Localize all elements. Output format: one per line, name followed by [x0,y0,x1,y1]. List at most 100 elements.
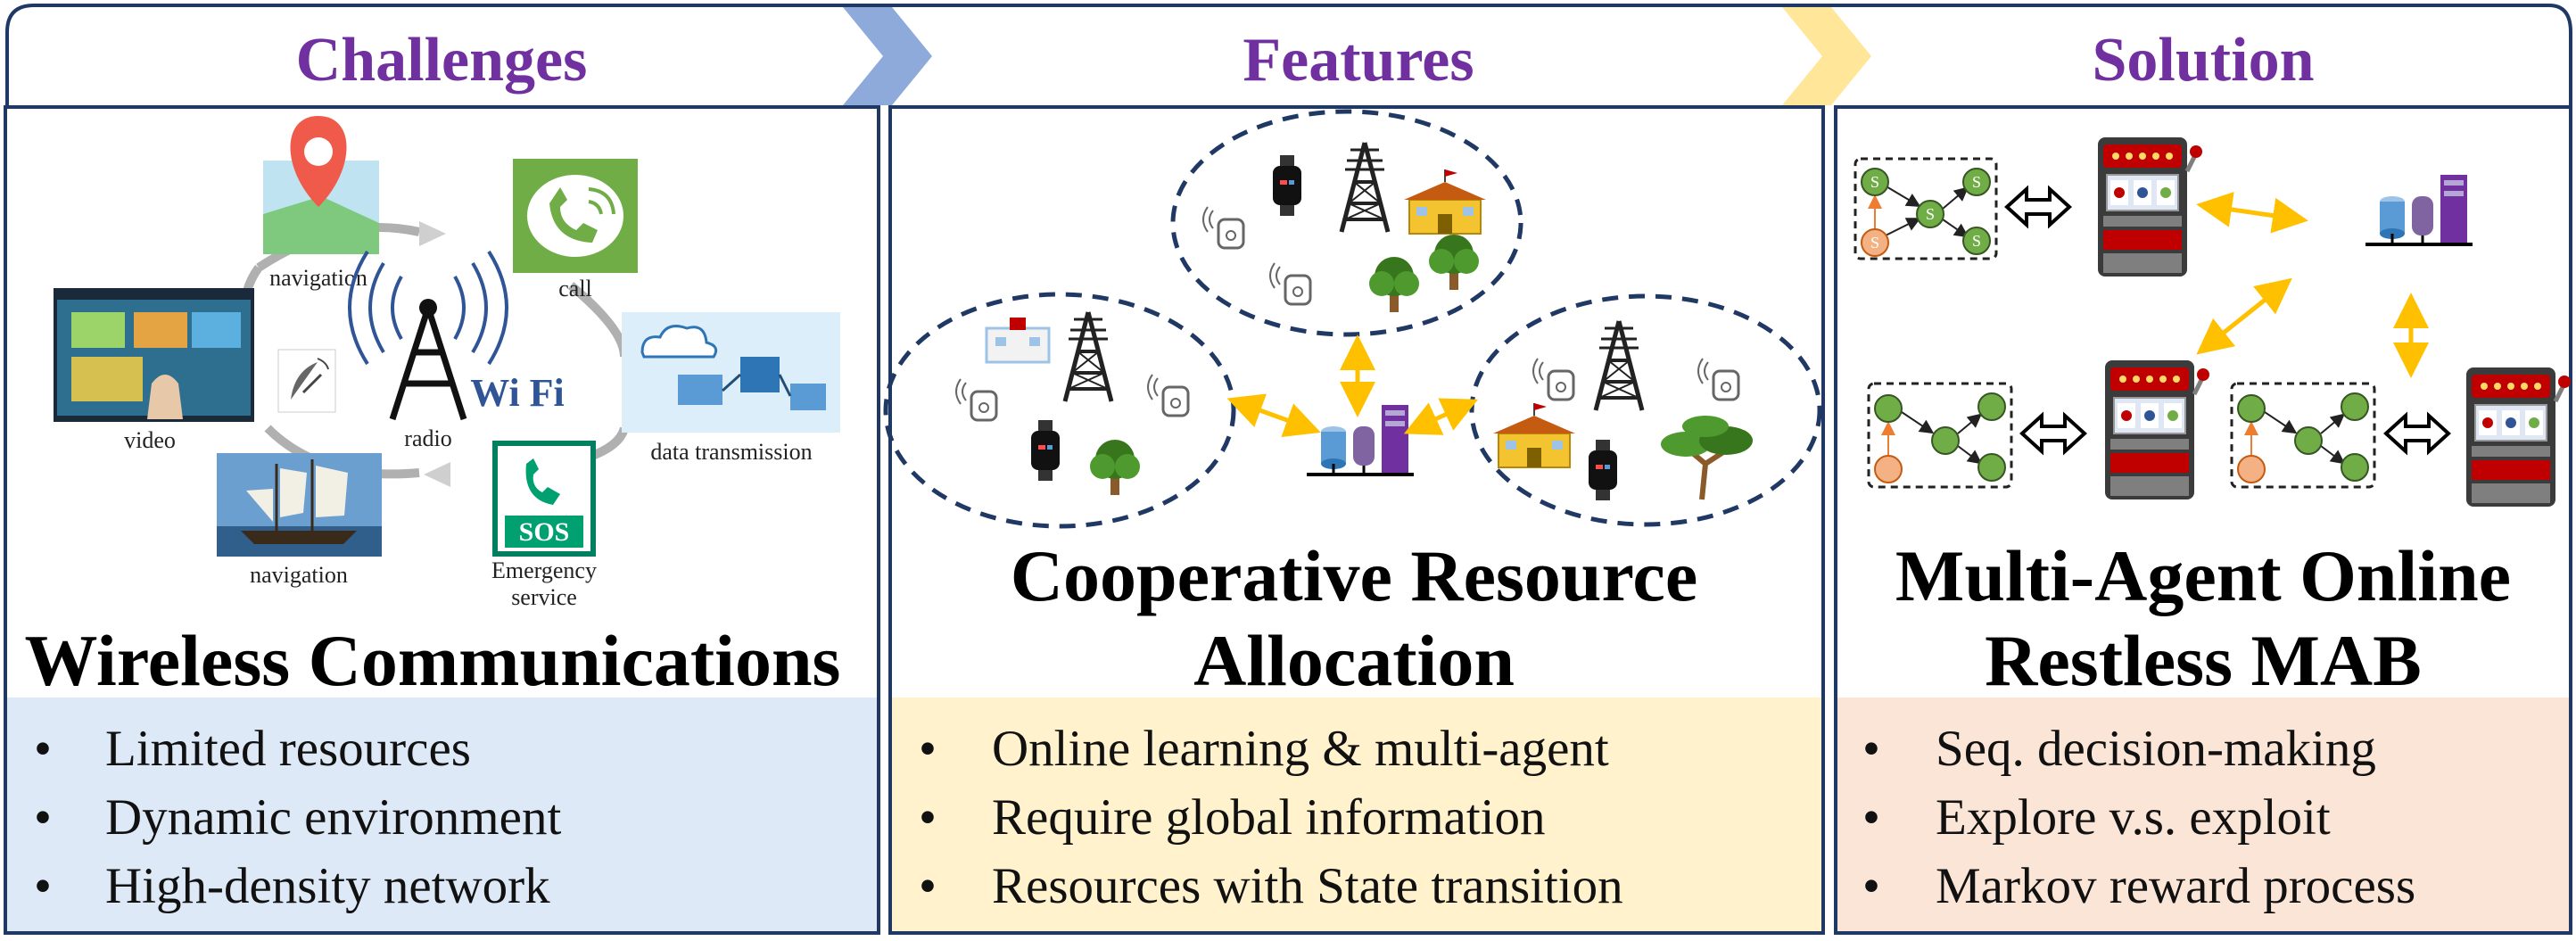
emergency-label-line1: Emergency [491,557,597,583]
svg-text:S: S [1972,232,1981,250]
solution-bullet-2: Explore v.s. exploit [1936,789,2331,846]
map-pin-icon [263,116,379,254]
bonsai-tree-icon [1661,416,1753,500]
smartwatch-icon [1273,155,1301,216]
call-label: call [558,276,592,301]
central-server-icon [1305,403,1416,476]
features-title-line1: Cooperative Resource [1011,535,1697,616]
bullet-dot: • [34,858,52,914]
features-panel-border [888,105,1825,935]
video-screen-icon [54,288,254,422]
challenges-panel-border [4,105,880,935]
link-arrow [1403,398,1479,435]
bullet-dot: • [919,858,937,914]
bandit-machine-icon [2105,360,2209,499]
double-arrow-icon [2383,411,2451,456]
double-arrow-icon [2004,185,2072,229]
phone-call-icon [513,159,638,273]
bullet-dot: • [34,789,52,846]
link-arrow [1226,393,1321,437]
header-ribbon-frame [5,4,2572,107]
smartwatch-icon [1589,440,1617,500]
ship-icon [217,453,382,557]
double-arrow-icon [2019,411,2087,456]
header-ribbon: Challenges Features Solution [5,4,2572,107]
header-features: Features [1243,26,1474,95]
challenges-title: Wireless Communications [25,620,841,701]
tree-icon [1090,440,1140,495]
sensor-device-icon [1268,261,1312,306]
features-bullets: • Online learning & multi-agent • Requir… [919,721,1623,914]
central-server-icon [2364,173,2474,246]
header-solution: Solution [2093,26,2315,95]
chevron-arrow-icon [843,7,932,105]
challenges-bullet-2: Dynamic environment [105,789,561,846]
svg-text:S: S [1926,205,1935,223]
satellite-dish-icon [277,349,336,413]
bullet-dot: • [919,721,937,777]
panel-solution: S S S S S [1834,105,2572,935]
markov-chain-graph [2230,382,2376,489]
video-label: video [124,427,176,453]
navigation-bottom-label: navigation [250,562,348,588]
emergency-label-line2: service [511,584,577,610]
tree-icon [1429,235,1479,290]
cluster-right [1469,293,1822,527]
solution-bullet-3: Markov reward process [1936,858,2415,914]
link-arrow [2196,192,2308,234]
radio-label: radio [404,425,451,451]
sensor-device-icon [954,377,998,422]
bullet-dot: • [1862,721,1880,777]
bullet-dot: • [1862,858,1880,914]
svg-text:S: S [1972,173,1981,191]
svg-text:S: S [1870,234,1879,252]
tree-icon [1369,257,1419,312]
wifi-label: Wi Fi [470,371,565,415]
smartwatch-icon [1031,420,1060,481]
sensor-device-icon [1146,373,1190,417]
solution-bullet-1: Seq. decision-making [1936,721,2376,777]
sos-phone-icon [492,441,596,557]
solution-panel-border [1834,105,2572,935]
school-building-icon [1403,169,1487,235]
challenges-bullet-3: High-density network [105,858,550,914]
challenges-bullet-1: Limited resources [105,721,471,777]
sensor-device-icon [1697,357,1740,401]
bullet-dot: • [1862,789,1880,846]
sos-label: SOS [519,517,570,547]
svg-text:S: S [1870,173,1879,191]
link-arrow [2196,277,2292,355]
school-building-icon [1492,402,1576,468]
sensor-device-icon [1201,205,1245,250]
solution-title-line1: Multi-Agent Online [1895,535,2511,616]
features-title-line2: Allocation [1193,620,1515,701]
sensor-device-icon [1532,357,1575,401]
features-bullet-background [892,697,1821,931]
bullet-dot: • [919,789,937,846]
bandit-machine-icon [2466,367,2571,507]
solution-title-line2: Restless MAB [1985,620,2422,701]
chevron-arrow-icon [1782,7,1871,105]
bullet-dot: • [34,721,52,777]
header-challenges: Challenges [296,26,588,95]
features-bullet-3: Resources with State transition [992,858,1623,914]
challenges-bullet-background [7,697,877,931]
solution-bullet-background [1837,697,2569,931]
data-transmission-icon [622,312,840,433]
features-bullet-2: Require global information [992,789,1546,846]
markov-chain-graph [1867,382,2013,489]
cycle-arrowhead [424,462,450,487]
cell-tower-icon [1342,143,1388,232]
cycle-arrowhead [419,221,446,246]
markov-chain-graph: S S S S S [1854,157,1998,260]
cell-tower-icon [1065,312,1111,401]
panel-features: Cooperative Resource Allocation • Online… [883,105,1825,935]
bandit-machine-icon [2098,137,2202,277]
radio-tower-icon [348,250,508,421]
challenges-bullets: • Limited resources • Dynamic environmen… [34,721,561,914]
hospital-building-icon [985,318,1051,364]
cell-tower-icon [1596,321,1642,410]
features-bullet-1: Online learning & multi-agent [992,721,1609,777]
solution-bullets: • Seq. decision-making • Explore v.s. ex… [1862,721,2415,914]
